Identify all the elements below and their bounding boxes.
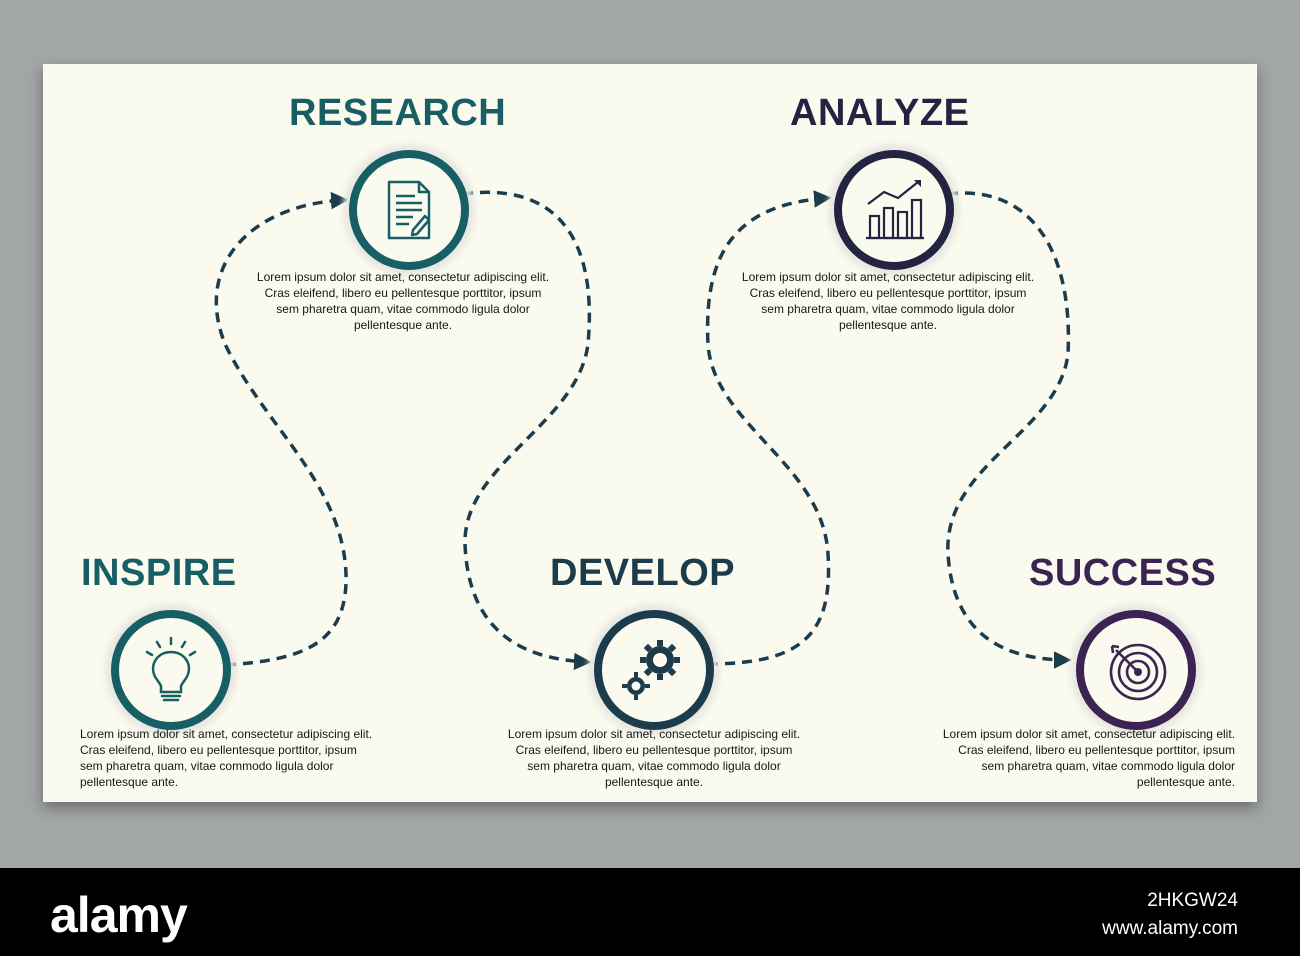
step-circle-analyze <box>834 150 954 270</box>
path-develop-to-analyze <box>705 190 832 666</box>
lightbulb-icon <box>145 636 197 702</box>
step-title-develop: DEVELOP <box>550 552 736 594</box>
path-inspire-to-research <box>214 191 349 667</box>
step-description-analyze: Lorem ipsum dolor sit amet, consectetur … <box>741 270 1035 332</box>
step-description-research: Lorem ipsum dolor sit amet, consectetur … <box>256 270 550 332</box>
step-title-success: SUCCESS <box>1029 552 1217 594</box>
step-circle-success <box>1076 610 1196 730</box>
step-circle-develop <box>594 610 714 730</box>
gears-icon <box>622 640 680 700</box>
step-circle-inspire <box>111 610 231 730</box>
dashed-route-path <box>214 190 1072 671</box>
bar-chart-trend-icon <box>866 180 924 240</box>
step-circle-research <box>349 150 469 270</box>
site-url-text: www.alamy.com <box>1102 918 1238 939</box>
step-description-success: Lorem ipsum dolor sit amet, consectetur … <box>942 727 1235 789</box>
step-title-analyze: ANALYZE <box>790 92 970 134</box>
step-description-develop: Lorem ipsum dolor sit amet, consectetur … <box>507 727 801 789</box>
path-analyze-to-success <box>946 191 1072 669</box>
target-arrow-icon <box>1109 643 1167 701</box>
path-research-to-develop <box>462 190 592 671</box>
infographic-card: INSPIRE Lorem ipsum dolor sit amet, cons… <box>43 64 1257 802</box>
image-id-text: 2HKGW24 <box>1147 890 1238 911</box>
step-title-research: RESEARCH <box>289 92 507 134</box>
step-description-inspire: Lorem ipsum dolor sit amet, consectetur … <box>80 727 373 789</box>
step-title-inspire: INSPIRE <box>81 552 237 594</box>
document-pen-icon <box>387 180 431 240</box>
watermark-footer: alamy 2HKGW24 www.alamy.com <box>0 868 1300 956</box>
brand-logo: alamy <box>50 887 188 943</box>
